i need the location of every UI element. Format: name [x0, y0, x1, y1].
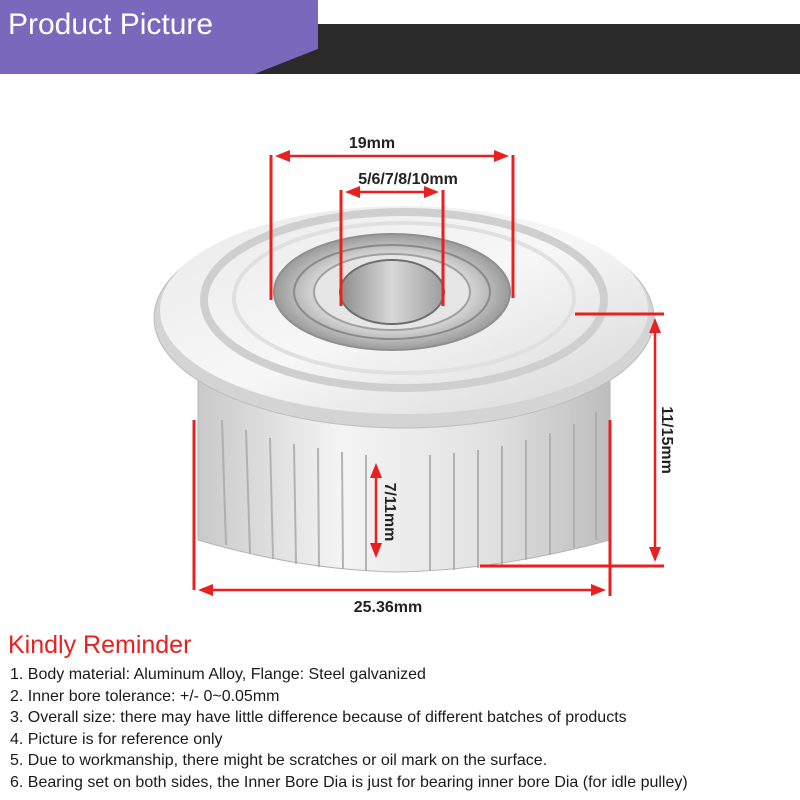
reminder-item: 4. Picture is for reference only [10, 730, 223, 748]
reminder-list: 1. Body material: Aluminum Alloy, Flange… [10, 664, 688, 793]
label-height: 11/15mm [658, 406, 675, 474]
product-figure: 19mm 5/6/7/8/10mm 11/15mm 7/11mm 25.36mm [153, 135, 675, 616]
label-bore: 5/6/7/8/10mm [358, 171, 458, 188]
label-tooth-width: 7/11mm [381, 483, 398, 542]
pulley-teeth [221, 412, 597, 571]
dimension-arrows [192, 150, 664, 596]
reminder-item: 1. Body material: Aluminum Alloy, Flange… [10, 666, 426, 683]
reminder-item: 2. Inner bore tolerance: +/- 0~0.05mm [10, 687, 280, 705]
header-tab [0, 0, 318, 74]
reminder-item: 3. Overall size: there may have little d… [10, 709, 627, 726]
pulley-image [153, 206, 655, 573]
page-title: Product Picture [8, 8, 214, 41]
reminder-title: Kindly Reminder [8, 631, 192, 659]
reminder-item: 6. Bearing set on both sides, the Inner … [10, 773, 688, 791]
reminder-item: 5. Due to workmanship, there might be sc… [10, 752, 548, 769]
label-19mm: 19mm [349, 135, 395, 152]
bore-hole [339, 259, 445, 325]
label-outer-diameter: 25.36mm [354, 599, 423, 616]
